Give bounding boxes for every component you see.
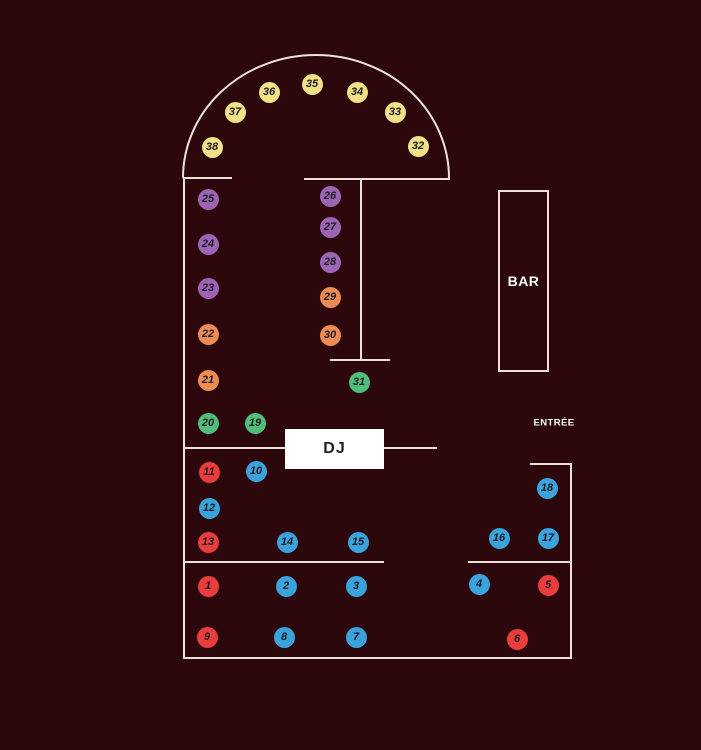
table-32[interactable]: 32 bbox=[407, 135, 429, 157]
table-1[interactable]: 1 bbox=[197, 575, 219, 597]
wall-segment bbox=[360, 178, 362, 359]
dj-label: DJ bbox=[323, 440, 346, 457]
table-38[interactable]: 38 bbox=[201, 136, 223, 158]
table-3[interactable]: 3 bbox=[345, 575, 367, 597]
table-23[interactable]: 23 bbox=[197, 277, 219, 299]
table-9[interactable]: 9 bbox=[196, 626, 218, 648]
table-31[interactable]: 31 bbox=[348, 371, 370, 393]
bar-area: BAR bbox=[498, 190, 549, 372]
wall-segment bbox=[468, 561, 570, 563]
table-13[interactable]: 13 bbox=[197, 531, 219, 553]
wall-segment bbox=[183, 561, 384, 563]
wall-segment bbox=[183, 177, 185, 659]
table-21[interactable]: 21 bbox=[197, 369, 219, 391]
table-2[interactable]: 2 bbox=[275, 575, 297, 597]
wall-segment bbox=[183, 177, 232, 179]
table-18[interactable]: 18 bbox=[536, 477, 558, 499]
table-28[interactable]: 28 bbox=[319, 251, 341, 273]
table-19[interactable]: 19 bbox=[244, 412, 266, 434]
table-20[interactable]: 20 bbox=[197, 412, 219, 434]
wall-segment bbox=[530, 463, 572, 465]
wall-segment bbox=[570, 463, 572, 659]
table-10[interactable]: 10 bbox=[245, 460, 267, 482]
table-26[interactable]: 26 bbox=[319, 185, 341, 207]
table-37[interactable]: 37 bbox=[224, 101, 246, 123]
table-17[interactable]: 17 bbox=[537, 527, 559, 549]
table-24[interactable]: 24 bbox=[197, 233, 219, 255]
bar-label: BAR bbox=[507, 273, 540, 289]
table-7[interactable]: 7 bbox=[345, 626, 367, 648]
table-5[interactable]: 5 bbox=[537, 574, 559, 596]
table-30[interactable]: 30 bbox=[319, 324, 341, 346]
wall-segment bbox=[330, 359, 390, 361]
table-35[interactable]: 35 bbox=[301, 73, 323, 95]
table-11[interactable]: 11 bbox=[198, 461, 220, 483]
wall-segment bbox=[183, 657, 572, 659]
table-12[interactable]: 12 bbox=[198, 497, 220, 519]
dj-booth: DJ bbox=[285, 429, 384, 469]
table-29[interactable]: 29 bbox=[319, 286, 341, 308]
wall-segment bbox=[304, 178, 450, 180]
table-14[interactable]: 14 bbox=[276, 531, 298, 553]
table-25[interactable]: 25 bbox=[197, 188, 219, 210]
table-6[interactable]: 6 bbox=[506, 628, 528, 650]
table-16[interactable]: 16 bbox=[488, 527, 510, 549]
table-34[interactable]: 34 bbox=[346, 81, 368, 103]
table-15[interactable]: 15 bbox=[347, 531, 369, 553]
table-8[interactable]: 8 bbox=[273, 626, 295, 648]
table-4[interactable]: 4 bbox=[468, 573, 490, 595]
entrance-label: ENTRÉE bbox=[533, 417, 575, 429]
table-27[interactable]: 27 bbox=[319, 216, 341, 238]
table-33[interactable]: 33 bbox=[384, 101, 406, 123]
table-36[interactable]: 36 bbox=[258, 81, 280, 103]
table-22[interactable]: 22 bbox=[197, 323, 219, 345]
